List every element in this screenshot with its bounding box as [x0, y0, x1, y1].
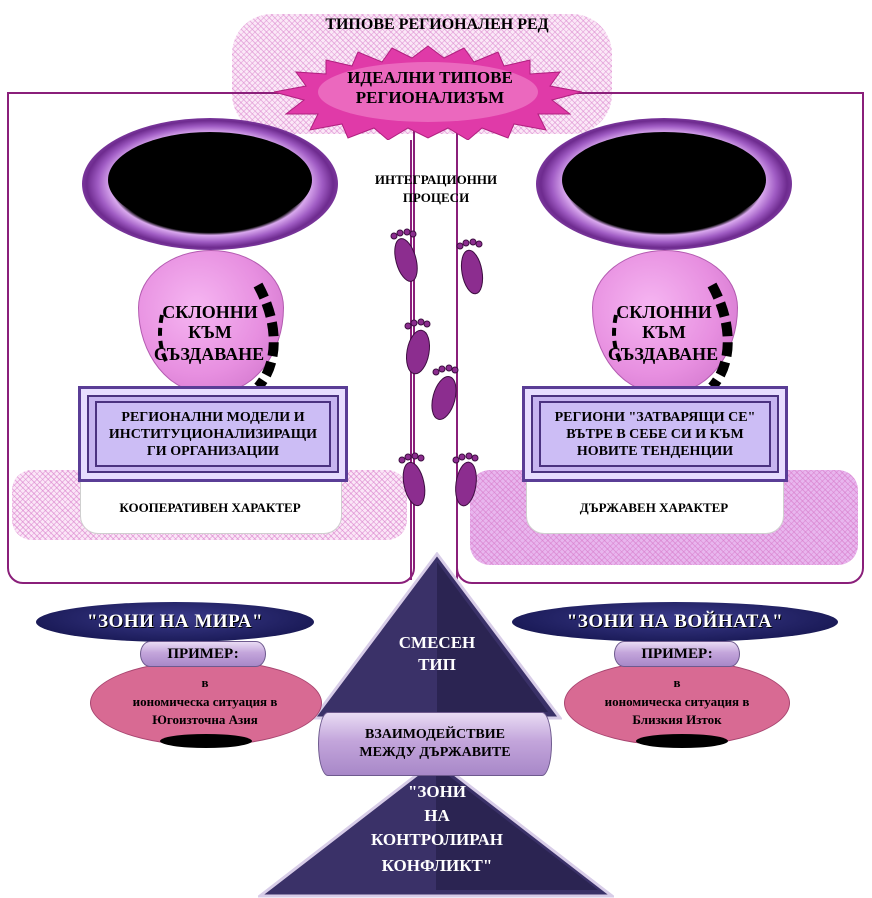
left-model-box-inner: РЕГИОНАЛНИ МОДЕЛИ И ИНСТИТУЦИОНАЛИЗИРАЩИ…	[95, 401, 331, 467]
right-box-line1: РЕГИОНИ "ЗАТВАРЯЩИ СЕ"	[554, 409, 756, 425]
left-example-line3: Югоизточна Азия	[152, 712, 258, 727]
control-line4: КОНФЛИКТ"	[381, 856, 493, 875]
left-example-label: ПРИМЕР:	[140, 641, 266, 667]
left-example-oval	[90, 660, 322, 746]
interaction-cylinder: ВЗАИМОДЕЙСТВИЕ МЕЖДУ ДЪРЖАВИТЕ	[318, 712, 552, 776]
zones-of-war-oval: "ЗОНИ НА ВОЙНАТА"	[512, 602, 838, 642]
right-drop-line3: СЪЗДАВАНЕ	[607, 344, 719, 364]
integration-label-line1: ИНТЕГРАЦИОННИ	[374, 172, 498, 187]
left-box-line2: ИНСТИТУЦИОНАЛИЗИРАЩИ	[108, 426, 318, 442]
right-example-oval	[564, 660, 790, 746]
left-drop-line2: КЪМ	[188, 322, 232, 342]
right-ring-hole	[562, 132, 766, 228]
right-model-box: РЕГИОНИ "ЗАТВАРЯЩИ СЕ" ВЪТРЕ В СЕБЕ СИ И…	[522, 386, 788, 482]
right-example-line3: Близкия Изток	[632, 712, 722, 727]
right-example-black-patch	[636, 734, 728, 748]
right-teardrop-shadow	[612, 282, 733, 390]
interaction-line2: МЕЖДУ ДЪРЖАВИТЕ	[359, 745, 511, 760]
header-title: ТИПОВЕ РЕГИОНАЛЕН РЕД	[325, 16, 549, 33]
right-example-line2: иономическа ситуация в	[604, 694, 750, 709]
left-example-black-patch	[160, 734, 252, 748]
right-drop-line1: СКЛОННИ	[616, 302, 712, 322]
right-box-line3: НОВИТЕ ТЕНДЕНЦИИ	[576, 443, 734, 459]
left-example-line2: иономическа ситуация в	[132, 694, 278, 709]
footprints-icon	[390, 228, 484, 507]
mixed-type-line1: СМЕСЕН	[398, 633, 476, 652]
right-example-label: ПРИМЕР:	[614, 641, 740, 667]
zones-of-peace-oval: "ЗОНИ НА МИРА"	[36, 602, 314, 642]
controlled-conflict-pyramid	[258, 760, 614, 898]
left-ring-hole	[108, 132, 312, 228]
left-box-line3: ГИ ОРГАНИЗАЦИИ	[146, 443, 280, 459]
left-teardrop-shadow	[158, 282, 279, 390]
interaction-line1: ВЗАИМОДЕЙСТВИЕ	[364, 727, 505, 742]
left-box-line1: РЕГИОНАЛНИ МОДЕЛИ И	[121, 409, 305, 425]
right-box-line2: ВЪТРЕ В СЕБЕ СИ И КЪМ	[566, 426, 744, 442]
right-model-box-inner: РЕГИОНИ "ЗАТВАРЯЩИ СЕ" ВЪТРЕ В СЕБЕ СИ И…	[539, 401, 771, 467]
left-example-line1: в	[201, 675, 209, 690]
control-line3: КОНТРОЛИРАН	[371, 830, 503, 849]
left-model-box: РЕГИОНАЛНИ МОДЕЛИ И ИНСТИТУЦИОНАЛИЗИРАЩИ…	[78, 386, 348, 482]
control-line1: "ЗОНИ	[407, 782, 467, 801]
mixed-type-line2: ТИП	[418, 655, 456, 674]
right-character-label: ДЪРЖАВЕН ХАРАКТЕР	[579, 500, 729, 515]
integration-label-line2: ПРОЦЕСИ	[402, 190, 470, 205]
left-character-label: КООПЕРАТИВЕН ХАРАКТЕР	[119, 500, 301, 515]
right-example-line1: в	[673, 675, 681, 690]
left-drop-line1: СКЛОННИ	[162, 302, 258, 322]
burst-label-line2: РЕГИОНАЛИЗЪМ	[355, 88, 505, 107]
right-drop-line2: КЪМ	[642, 322, 686, 342]
center-line-right	[456, 140, 458, 580]
left-drop-line3: СЪЗДАВАНЕ	[153, 344, 265, 364]
control-line2: НА	[424, 806, 450, 825]
ideal-types-burst	[273, 45, 583, 140]
burst-label-line1: ИДЕАЛНИ ТИПОВЕ	[347, 68, 513, 87]
